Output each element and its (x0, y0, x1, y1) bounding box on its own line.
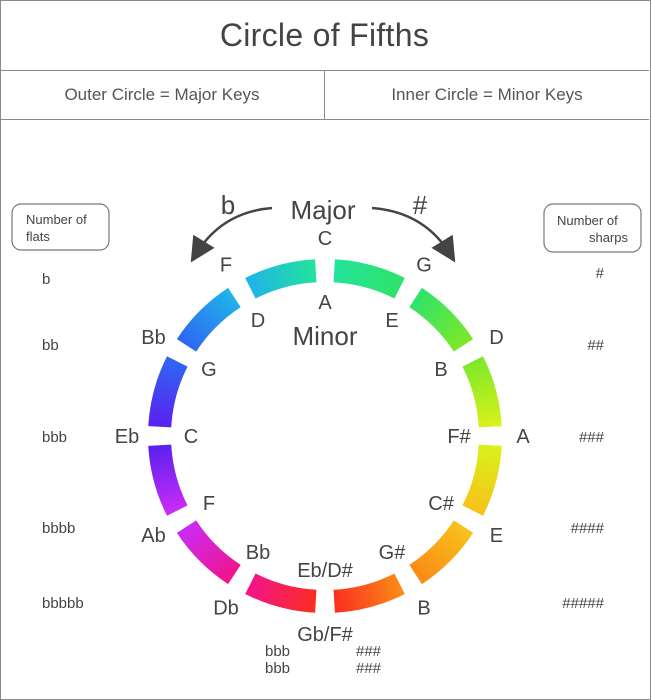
major-key-4: E (490, 525, 503, 547)
ring-segment-7 (176, 520, 241, 585)
flat-count-1: b (42, 271, 50, 288)
sharp-count-2: ## (587, 337, 604, 354)
flats-box-line2: flats (26, 229, 50, 244)
minor-key-2: B (434, 359, 447, 381)
ring-segment-5 (333, 573, 405, 613)
major-label: Major (290, 195, 355, 225)
bottom-count-group: bbb bbb ### ### (265, 643, 382, 677)
major-key-7: Db (213, 597, 239, 619)
minor-key-6: Eb/D# (297, 560, 353, 582)
sharp-count-1: # (596, 265, 605, 282)
flats-box: Number of flats (11, 203, 110, 251)
ring-segment-0 (333, 259, 405, 299)
flat-count-4: bbbb (42, 520, 75, 537)
sharp-count-4: #### (571, 520, 605, 537)
major-key-3: A (516, 426, 530, 448)
page-title: Circle of Fifths (219, 16, 430, 53)
flat-count-column: b bb bbb bbbb bbbbb (42, 271, 84, 612)
major-key-1: G (416, 255, 432, 277)
sharp-count-5: ##### (562, 595, 604, 612)
major-key-5: B (417, 597, 430, 619)
major-key-2: D (489, 327, 503, 349)
minor-key-9: C (184, 426, 198, 448)
minor-key-4: C# (428, 493, 454, 515)
minor-key-5: G# (379, 542, 407, 564)
minor-key-8: F (203, 493, 215, 515)
flat-symbol: b (221, 190, 235, 220)
key-ring (148, 259, 502, 613)
legend-outer: Outer Circle = Major Keys (0, 71, 325, 119)
bottom-sharps-1: ### (356, 643, 382, 660)
sharp-count-3: ### (579, 429, 605, 446)
flat-count-5: bbbbb (42, 595, 84, 612)
minor-key-3: F# (447, 426, 471, 448)
bottom-flats-1: bbb (265, 643, 290, 660)
sharps-box-line2: sharps (589, 230, 629, 245)
ring-segment-11 (245, 259, 317, 299)
minor-key-11: D (251, 310, 265, 332)
ring-segment-6 (245, 573, 317, 613)
minor-label: Minor (292, 321, 357, 351)
ring-segment-8 (148, 444, 188, 516)
major-key-9: Eb (115, 426, 139, 448)
legend-inner: Inner Circle = Minor Keys (391, 85, 583, 104)
ring-segment-3 (462, 444, 502, 516)
sharp-direction-arrow (371, 206, 456, 263)
major-key-10: Bb (141, 327, 165, 349)
ring-segment-1 (409, 287, 474, 352)
minor-key-10: G (201, 359, 217, 381)
ring-segment-9 (148, 356, 188, 428)
major-key-0: C (318, 228, 332, 250)
minor-key-0: A (318, 292, 332, 314)
sharps-box: Number of sharps (543, 203, 642, 253)
sharp-count-column: # ## ### #### ##### (562, 265, 604, 612)
minor-key-labels: A E B F# C# G# Eb/D# Bb F C G D (184, 292, 472, 582)
legend-bar: Outer Circle = Major Keys Inner Circle =… (0, 71, 649, 120)
bottom-sharps-2: ### (356, 660, 382, 677)
flat-direction-arrow (190, 206, 273, 263)
major-key-6: Gb/F# (297, 624, 353, 646)
ring-segment-4 (409, 520, 474, 585)
sharps-box-line1: Number of (557, 213, 618, 228)
sharp-symbol: # (413, 190, 428, 220)
flats-box-line1: Number of (26, 212, 87, 227)
major-key-11: F (220, 255, 232, 277)
flat-count-2: bb (42, 337, 59, 354)
bottom-flats-2: bbb (265, 660, 290, 677)
minor-key-1: E (385, 310, 398, 332)
flat-count-3: bbb (42, 429, 67, 446)
major-key-8: Ab (141, 525, 165, 547)
title-bar: Circle of Fifths (0, 0, 649, 71)
ring-segment-10 (176, 287, 241, 352)
minor-key-7: Bb (246, 542, 270, 564)
ring-segment-2 (462, 356, 502, 428)
